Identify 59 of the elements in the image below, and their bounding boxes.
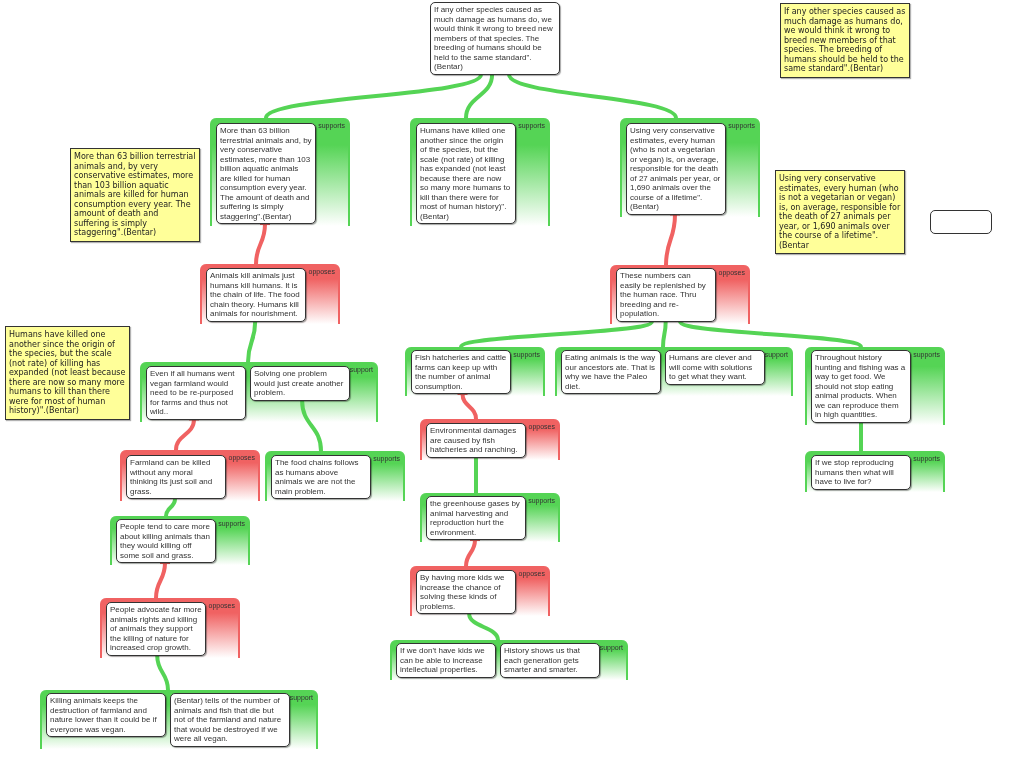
note-card: Humans have killed one another since the origin of the species, but the scale (not rate) of killing has expanded (not least because there are now so many more humans to kill than there were for most of human history)".(Bentar)	[5, 326, 130, 420]
reason-band	[405, 347, 545, 396]
reason-band	[420, 493, 560, 542]
reason-band	[200, 264, 340, 324]
connector	[155, 655, 170, 691]
connector	[507, 73, 678, 120]
claim-box: Environmental damages are caused by fish hatcheries and ranching.	[426, 423, 526, 458]
reason-band	[805, 451, 945, 492]
claim-box: Solving one problem would just create another problem.	[250, 366, 350, 401]
reason-band	[610, 265, 750, 324]
reason-band	[555, 347, 793, 396]
reason-band	[265, 451, 405, 501]
empty-box	[930, 210, 992, 234]
claim-box: People advocate far more animals rights and killing of animals they support the killing of nature for increased crop growth.	[106, 602, 206, 656]
reason-band	[410, 118, 550, 226]
note-card: More than 63 billion terrestrial animals and, by very conservative estimates, more than 103 billion aquatic animals are killed for human consumption every year. The amount of death and suffering is simply staggering".(Bentar)	[70, 148, 200, 242]
connector	[164, 498, 177, 517]
claim-box: Eating animals is the way our ancestors ate. That is why we have the Paleo diet.	[561, 350, 661, 394]
connector	[246, 321, 258, 363]
claim-box: Farmland can be killed without any moral thinking its just soil and grass.	[126, 455, 226, 499]
reason-band	[390, 640, 628, 680]
claim-box: Using very conservative estimates, every human (who is not a vegetarian or vegan) is, on average, responsible for the death of 27 animals per year, or 1,690 animals over the course of a lifetime".(Bentar)	[626, 123, 726, 215]
connector	[464, 74, 495, 119]
connector	[661, 321, 668, 348]
connector	[300, 400, 323, 452]
claim-box: More than 63 billion terrestrial animals and, by very conservative estimates, more than 103 billion aquatic animals are killed for human consumption every year. The amount of death and suffering is simply staggering".(Bentar)	[216, 123, 316, 224]
connector	[467, 613, 500, 641]
claim-box: If we stop reproducing humans then what will have to live for?	[811, 455, 911, 490]
reason-band	[805, 347, 945, 425]
claim-box: Killing animals keeps the destruction of farmland and nature lower than it could be if everyone was vegan.	[46, 693, 166, 737]
reason-band	[620, 118, 760, 217]
reason-band	[140, 362, 378, 422]
reason-band	[110, 516, 250, 565]
claim-box: History shows us that each generation gets smarter and smarter.	[500, 643, 600, 678]
claim-box: Animals kill animals just humans kill humans. It is the chain of life. The food chain theory. Humans kill animals for nourishment.	[206, 268, 306, 322]
connector	[474, 457, 478, 493]
claim-box: Even if all humans went vegan farmland would need to be re-purposed for farms and thus not wild..	[146, 366, 246, 420]
claim-box: the greenhouse gases by animal harvesting and reproduction hurt the environment.	[426, 496, 526, 540]
claim-box: If any other species caused as much damage as humans do, we would think it wrong to breed new members of that species. The breeding of humans should be held to the same standard".(Bentar)	[430, 2, 560, 75]
claim-box: The food chains follows as humans above animals we are not the main problem.	[271, 455, 371, 499]
connector	[859, 422, 863, 451]
reason-band	[410, 566, 550, 616]
note-card: If any other species caused as much damage as humans do, we would think it wrong to breed new members of that species. The breeding of humans should be held to the same standard".(Bentar)	[780, 3, 910, 78]
claim-box: Humans are clever and will come with solutions to get what they want.	[665, 350, 765, 385]
claim-box: Throughout history hunting and fishing was a way to get food. We should not stop eating animal products. When we can reproduce them in high quantities.	[811, 350, 911, 423]
reason-band	[120, 450, 260, 501]
claim-box: Fish hatcheries and cattle farms can keep up with the number of animal consumption.	[411, 350, 511, 394]
claim-box: By having more kids we increase the chance of solving these kinds of problems.	[416, 570, 516, 614]
reason-band	[420, 419, 560, 460]
reason-band	[100, 598, 240, 658]
connector	[264, 73, 483, 120]
claim-box: People tend to care more about killing animals than they would killing off some soil and grass.	[116, 519, 216, 563]
reason-band	[40, 690, 318, 749]
claim-box: (Bentar) tells of the number of animals and fish that die but not of the farmland and nature that would be destroyed if we were all vegan.	[170, 693, 290, 747]
claim-box: These numbers can easily be replenished by the human race. Thru breeding and re-population.	[616, 268, 716, 322]
note-card: Using very conservative estimates, every human (who is not a vegetarian or vegan) is, on average, responsible for the death of 27 animals per year, or 1,690 animals over the course of a lifetime".(Bentar	[775, 170, 905, 254]
claim-box: If we don't have kids we can be able to increase intellectual properties.	[396, 643, 496, 678]
reason-band	[210, 118, 350, 226]
claim-box: Humans have killed one another since the origin of the species, but the scale (not rate) of killing has expanded (not least because there are now so many more humans to kill than there were for most of human history)".(Bentar)	[416, 123, 516, 224]
